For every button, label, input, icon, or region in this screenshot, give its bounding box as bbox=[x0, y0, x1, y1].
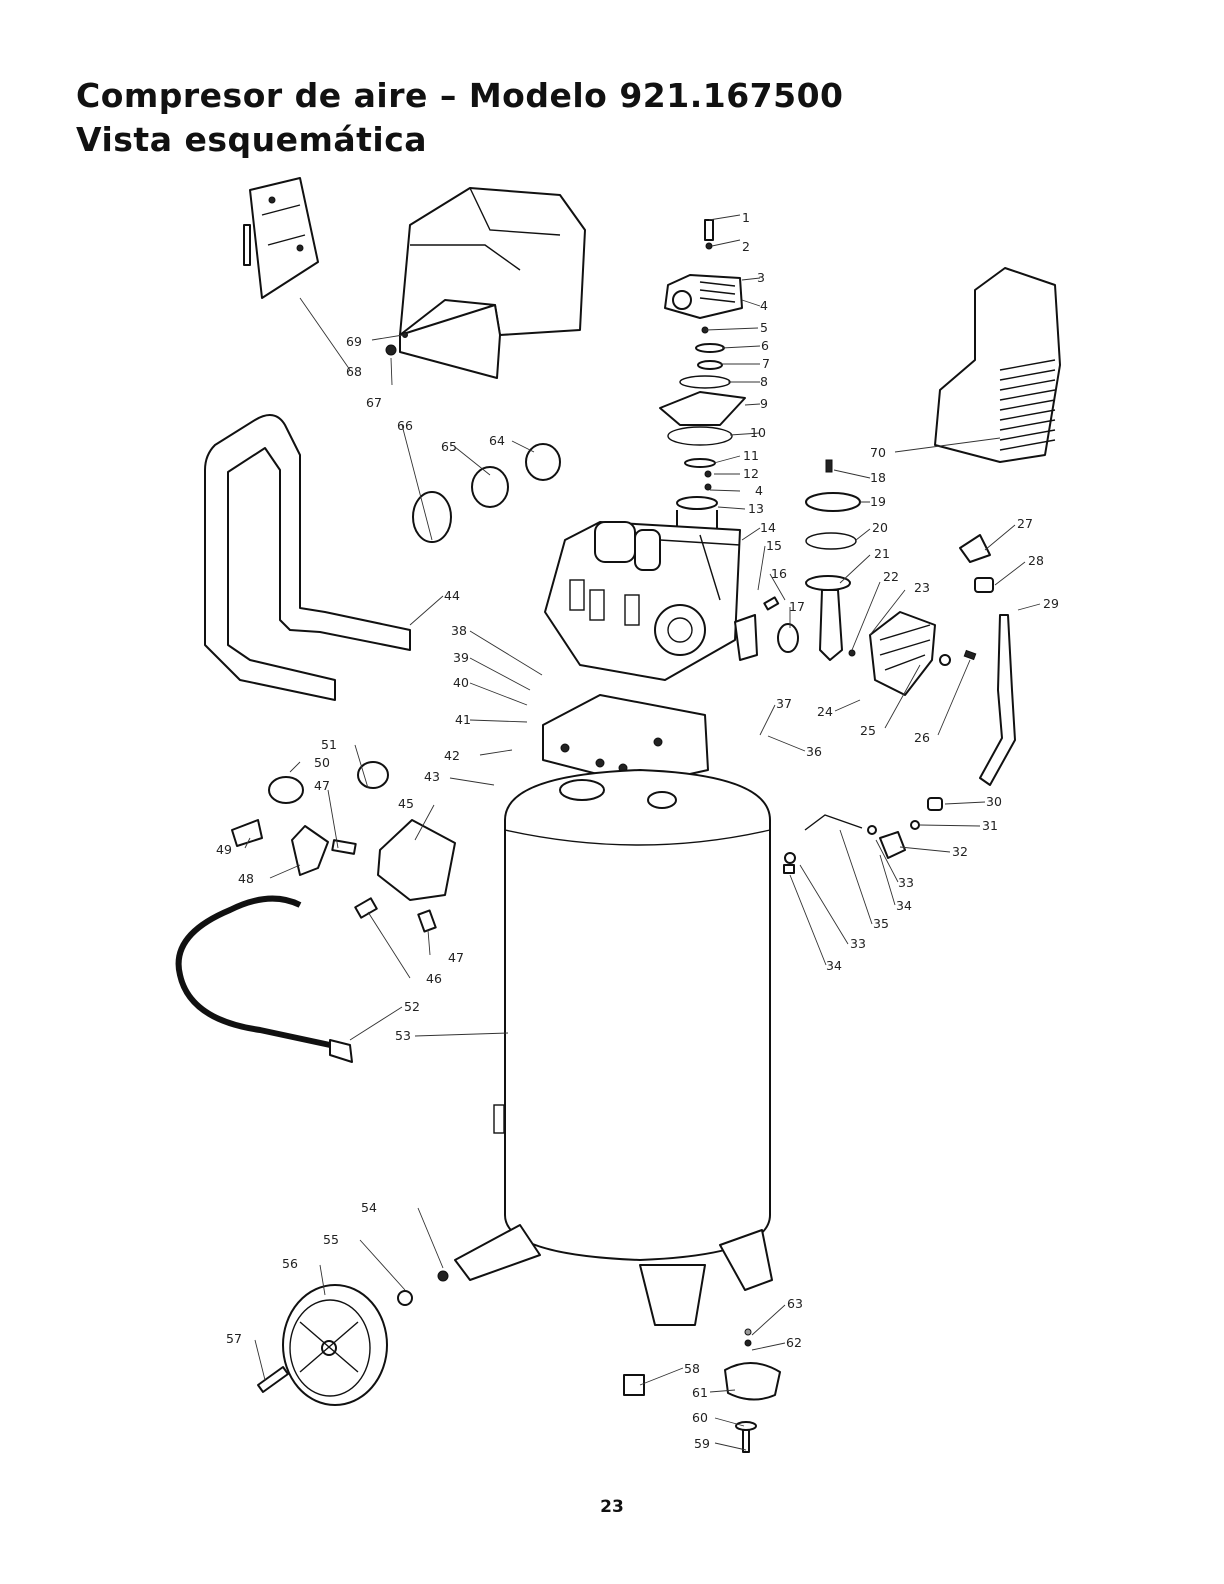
pressure-switch-group bbox=[231, 761, 456, 933]
callout-63: 63 bbox=[787, 1296, 803, 1311]
callout-56: 56 bbox=[282, 1256, 298, 1271]
callout-39: 39 bbox=[453, 650, 469, 665]
fan-shroud bbox=[934, 267, 1061, 463]
title-line-1: Compresor de aire – Modelo 921.167500 bbox=[76, 76, 844, 115]
callout-40: 40 bbox=[453, 675, 469, 690]
page-number: 23 bbox=[600, 1497, 624, 1517]
callout-54: 54 bbox=[361, 1200, 377, 1215]
callout-64: 64 bbox=[489, 433, 505, 448]
callout-6: 6 bbox=[761, 338, 769, 353]
callout-7: 7 bbox=[762, 356, 770, 371]
callout-42: 42 bbox=[444, 748, 460, 763]
callout-52: 52 bbox=[404, 999, 420, 1014]
callout-44: 44 bbox=[444, 588, 460, 603]
callout-58: 58 bbox=[684, 1361, 700, 1376]
callout-22: 22 bbox=[883, 569, 899, 584]
callout-28: 28 bbox=[1028, 553, 1044, 568]
callout-49: 49 bbox=[216, 842, 232, 857]
wheel-group bbox=[257, 1270, 449, 1406]
tank-assembly bbox=[454, 694, 773, 1326]
callout-32: 32 bbox=[952, 844, 968, 859]
callout-47: 47 bbox=[314, 778, 330, 793]
callout-8: 8 bbox=[760, 374, 768, 389]
callout-3: 3 bbox=[757, 270, 765, 285]
callout-34: 34 bbox=[896, 898, 912, 913]
callout-4: 4 bbox=[760, 298, 768, 313]
callout-12: 12 bbox=[743, 466, 759, 481]
motor-assembly bbox=[544, 521, 741, 681]
callout-29: 29 bbox=[1043, 596, 1059, 611]
callout-59: 59 bbox=[694, 1436, 710, 1451]
callouts: 1 2 3 4 5 6 7 8 9 10 11 12 4 13 14 15 16… bbox=[216, 210, 1059, 1451]
callout-19: 19 bbox=[870, 494, 886, 509]
callout-68: 68 bbox=[346, 364, 362, 379]
callout-23: 23 bbox=[914, 580, 930, 595]
callout-62: 62 bbox=[786, 1335, 802, 1350]
power-cord bbox=[175, 895, 353, 1063]
title-line-2: Vista esquemática bbox=[76, 120, 428, 159]
left-small-parts bbox=[385, 344, 561, 543]
handle bbox=[204, 414, 411, 701]
cylinder-head-stack bbox=[659, 219, 746, 531]
callout-33: 33 bbox=[898, 875, 914, 890]
callout-67: 67 bbox=[366, 395, 382, 410]
callout-47b: 47 bbox=[448, 950, 464, 965]
callout-69: 69 bbox=[346, 334, 362, 349]
callout-14: 14 bbox=[760, 520, 776, 535]
callout-30: 30 bbox=[986, 794, 1002, 809]
callout-45: 45 bbox=[398, 796, 414, 811]
callout-2: 2 bbox=[742, 239, 750, 254]
callout-37: 37 bbox=[776, 696, 792, 711]
callout-4b: 4 bbox=[755, 483, 763, 498]
callout-35: 35 bbox=[873, 916, 889, 931]
callout-15: 15 bbox=[766, 538, 782, 553]
callout-50: 50 bbox=[314, 755, 330, 770]
callout-21: 21 bbox=[874, 546, 890, 561]
callout-43: 43 bbox=[424, 769, 440, 784]
callout-46: 46 bbox=[426, 971, 442, 986]
callout-11: 11 bbox=[743, 448, 759, 463]
callout-53: 53 bbox=[395, 1028, 411, 1043]
callout-1: 1 bbox=[742, 210, 750, 225]
callout-66: 66 bbox=[397, 418, 413, 433]
callout-36: 36 bbox=[806, 744, 822, 759]
callout-33b: 33 bbox=[850, 936, 866, 951]
foot-group bbox=[623, 1328, 781, 1453]
callout-16: 16 bbox=[771, 566, 787, 581]
callout-34b: 34 bbox=[826, 958, 842, 973]
callout-65: 65 bbox=[441, 439, 457, 454]
callout-41: 41 bbox=[455, 712, 471, 727]
callout-55: 55 bbox=[323, 1232, 339, 1247]
callout-27: 27 bbox=[1017, 516, 1033, 531]
callout-26: 26 bbox=[914, 730, 930, 745]
shroud-front bbox=[399, 187, 586, 379]
callout-13: 13 bbox=[748, 501, 764, 516]
callout-31: 31 bbox=[982, 818, 998, 833]
right-fittings bbox=[783, 534, 1016, 874]
callout-20: 20 bbox=[872, 520, 888, 535]
callout-10: 10 bbox=[750, 425, 766, 440]
callout-17: 17 bbox=[789, 599, 805, 614]
crank-parts bbox=[734, 459, 977, 696]
callout-70: 70 bbox=[870, 445, 886, 460]
leader-lines bbox=[244, 214, 1041, 1451]
callout-18: 18 bbox=[870, 470, 886, 485]
callout-24: 24 bbox=[817, 704, 833, 719]
callout-61: 61 bbox=[692, 1385, 708, 1400]
callout-5: 5 bbox=[760, 320, 768, 335]
callout-51: 51 bbox=[321, 737, 337, 752]
callout-60: 60 bbox=[692, 1410, 708, 1425]
callout-38: 38 bbox=[451, 623, 467, 638]
page-title: Compresor de aire – Modelo 921.167500 Vi… bbox=[76, 74, 844, 162]
shroud-back-plate bbox=[243, 177, 319, 299]
callout-48: 48 bbox=[238, 871, 254, 886]
callout-25: 25 bbox=[860, 723, 876, 738]
callout-9: 9 bbox=[760, 396, 768, 411]
callout-57: 57 bbox=[226, 1331, 242, 1346]
